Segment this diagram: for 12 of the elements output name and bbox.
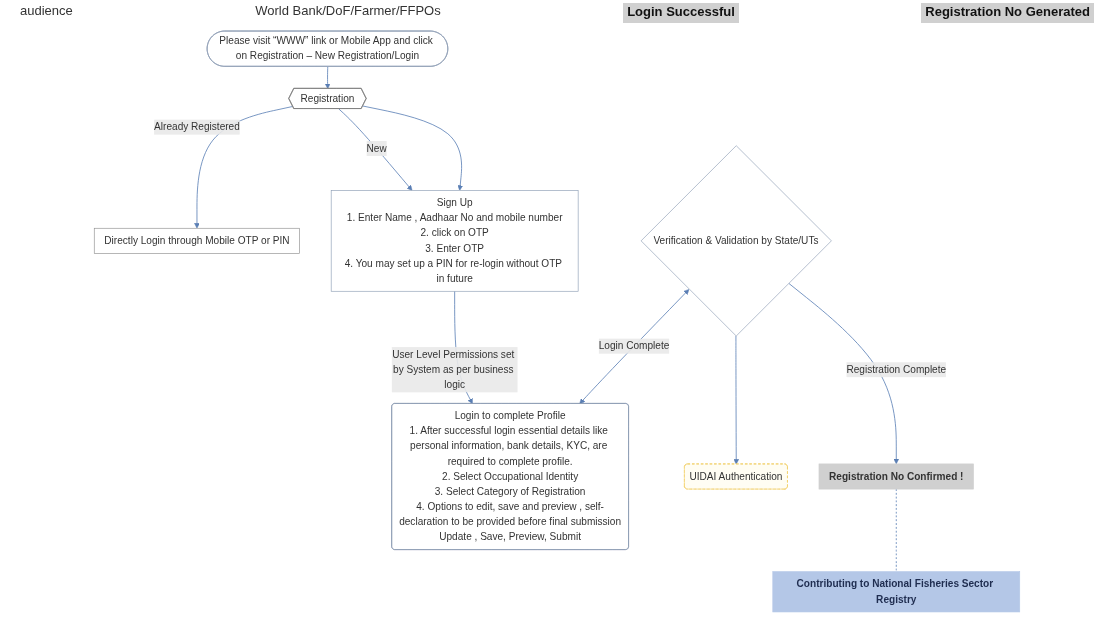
node-box: Registration No Confirmed ! <box>818 463 974 490</box>
edge-label: New <box>366 142 387 154</box>
node-box: Sign Up 1. Enter Name , Aadhaar No and mobile number 2. click on OTP 3. Enter OTP 4. You may set up a PIN for re-login without OTP in future <box>330 190 579 292</box>
edge-label: Registration Complete <box>846 364 947 375</box>
edge-label: Login Complete <box>598 340 670 352</box>
edge-label: Already Registered <box>154 121 240 133</box>
node-diamond: Verification & Validation by State/UTs <box>640 145 832 337</box>
node-box: Contributing to National Fisheries Sector Registry <box>772 571 1021 613</box>
node-box: Directly Login through Mobile OTP or PIN <box>93 227 300 254</box>
edge-label: User Level Permissions set by System as per business logic <box>392 348 515 390</box>
status-label: Login Successful <box>623 3 739 23</box>
status-label: Registration No Generated <box>921 3 1094 23</box>
